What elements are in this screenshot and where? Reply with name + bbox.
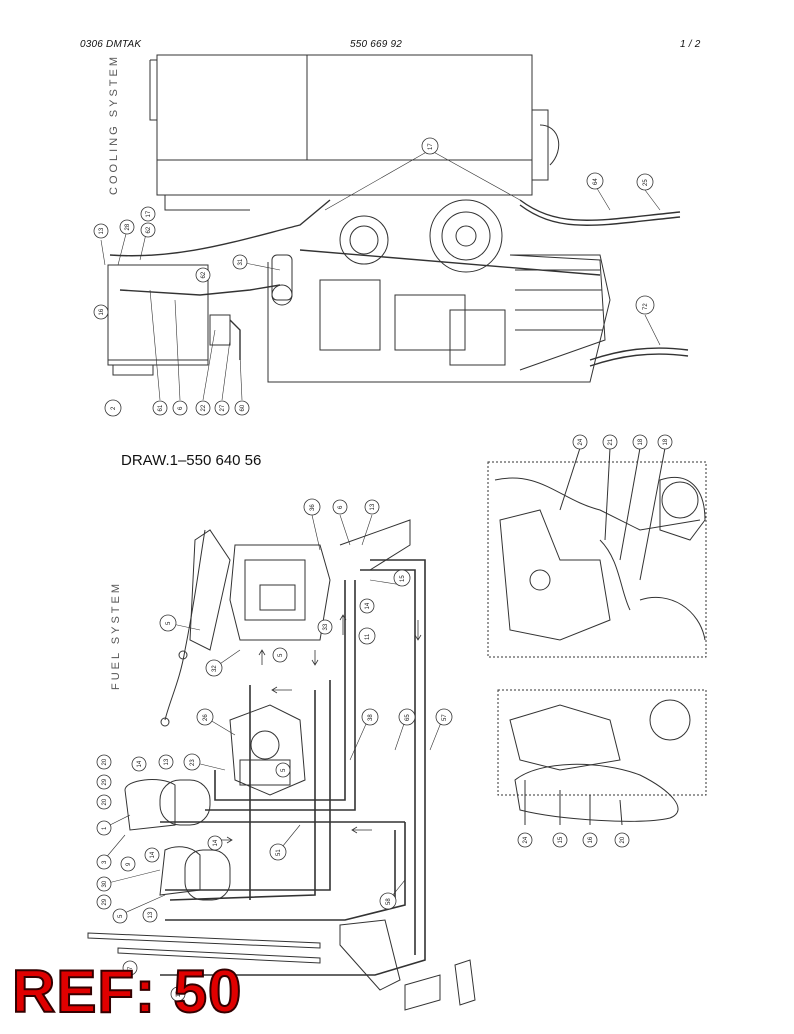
svg-text:9: 9 xyxy=(126,862,132,866)
svg-text:14: 14 xyxy=(213,839,219,846)
svg-text:5: 5 xyxy=(118,914,124,918)
fuel-system-label: FUEL SYSTEM xyxy=(110,581,122,690)
svg-text:20: 20 xyxy=(102,758,108,765)
svg-text:14: 14 xyxy=(150,851,156,858)
frame-rails xyxy=(87,919,476,1011)
expansion-tank xyxy=(107,264,231,376)
svg-text:17: 17 xyxy=(428,143,434,150)
svg-text:11: 11 xyxy=(365,633,371,640)
svg-text:60: 60 xyxy=(240,404,246,411)
svg-text:14: 14 xyxy=(365,602,371,609)
svg-text:36: 36 xyxy=(310,504,316,511)
drawing-caption: DRAW.1–550 640 56 xyxy=(121,452,262,469)
svg-text:21: 21 xyxy=(608,438,614,445)
svg-text:64: 64 xyxy=(593,178,599,185)
svg-text:25: 25 xyxy=(643,179,649,186)
cooling-system-label: COOLING SYSTEM xyxy=(108,53,120,195)
header-center: 550 669 92 xyxy=(350,39,403,50)
svg-text:6: 6 xyxy=(178,406,184,410)
svg-text:5: 5 xyxy=(166,621,172,625)
svg-text:72: 72 xyxy=(643,303,649,310)
svg-text:20: 20 xyxy=(102,798,108,805)
svg-text:13: 13 xyxy=(99,227,105,234)
balloons-cooling: 17 13 28 17 62 62 31 16 64 25 72 61 6 22… xyxy=(93,137,655,417)
svg-text:29: 29 xyxy=(102,898,108,905)
svg-text:1: 1 xyxy=(102,826,108,830)
svg-text:30: 30 xyxy=(102,880,108,887)
injection-module xyxy=(189,519,411,651)
svg-text:26: 26 xyxy=(203,714,209,721)
svg-text:31: 31 xyxy=(238,258,244,265)
fuel-lines xyxy=(160,559,426,976)
fuel-filter-primary xyxy=(124,779,211,831)
svg-text:58: 58 xyxy=(386,898,392,905)
svg-text:12: 12 xyxy=(176,990,182,997)
svg-text:6: 6 xyxy=(338,505,344,509)
svg-text:13: 13 xyxy=(164,758,170,765)
svg-text:28: 28 xyxy=(125,223,131,230)
svg-text:16: 16 xyxy=(99,308,105,315)
detail-view-top xyxy=(487,447,707,658)
flow-arrows xyxy=(212,614,422,844)
engine-block xyxy=(267,199,611,383)
svg-text:33: 33 xyxy=(323,623,329,630)
radiator-frame xyxy=(149,54,560,211)
svg-text:15: 15 xyxy=(400,575,406,582)
svg-text:24: 24 xyxy=(578,438,584,445)
svg-text:23: 23 xyxy=(190,759,196,766)
sensor-harness xyxy=(160,529,206,727)
svg-text:5: 5 xyxy=(278,653,284,657)
svg-text:18: 18 xyxy=(663,438,669,445)
svg-text:15: 15 xyxy=(558,836,564,843)
header-left: 0306 DMTAK xyxy=(80,39,142,50)
svg-text:62: 62 xyxy=(201,271,207,278)
svg-text:3: 3 xyxy=(102,860,108,864)
coolant-hoses xyxy=(109,199,689,367)
svg-text:14: 14 xyxy=(137,760,143,767)
svg-text:27: 27 xyxy=(220,404,226,411)
svg-text:7: 7 xyxy=(128,966,134,970)
svg-text:24: 24 xyxy=(523,836,529,843)
ref-stamp: REF: 50 xyxy=(11,958,243,1025)
balloons-detail-top: 24 21 18 18 xyxy=(572,434,673,450)
svg-text:61: 61 xyxy=(158,404,164,411)
svg-text:18: 18 xyxy=(638,438,644,445)
header-page-number: 1 / 2 xyxy=(680,39,701,50)
fuel-filter-secondary xyxy=(159,846,231,901)
svg-text:32: 32 xyxy=(212,665,218,672)
svg-text:38: 38 xyxy=(368,714,374,721)
svg-text:2: 2 xyxy=(111,406,117,410)
svg-text:16: 16 xyxy=(588,836,594,843)
svg-text:57: 57 xyxy=(442,714,448,721)
balloons-detail-bottom: 24 15 16 20 xyxy=(517,832,630,848)
svg-text:5: 5 xyxy=(281,768,287,772)
svg-text:13: 13 xyxy=(370,503,376,510)
detail-view-bottom xyxy=(497,689,707,826)
svg-text:29: 29 xyxy=(102,778,108,785)
svg-text:20: 20 xyxy=(620,836,626,843)
leaders-cooling xyxy=(100,149,661,401)
balloons-fuel: 36 6 13 15 14 11 33 5 5 32 26 5 23 13 14… xyxy=(96,498,453,1002)
svg-text:51: 51 xyxy=(276,849,282,856)
svg-text:13: 13 xyxy=(148,911,154,918)
fuel-pump xyxy=(229,704,306,796)
svg-text:22: 22 xyxy=(201,404,207,411)
svg-text:17: 17 xyxy=(146,210,152,217)
svg-text:62: 62 xyxy=(146,226,152,233)
svg-text:65: 65 xyxy=(405,714,411,721)
